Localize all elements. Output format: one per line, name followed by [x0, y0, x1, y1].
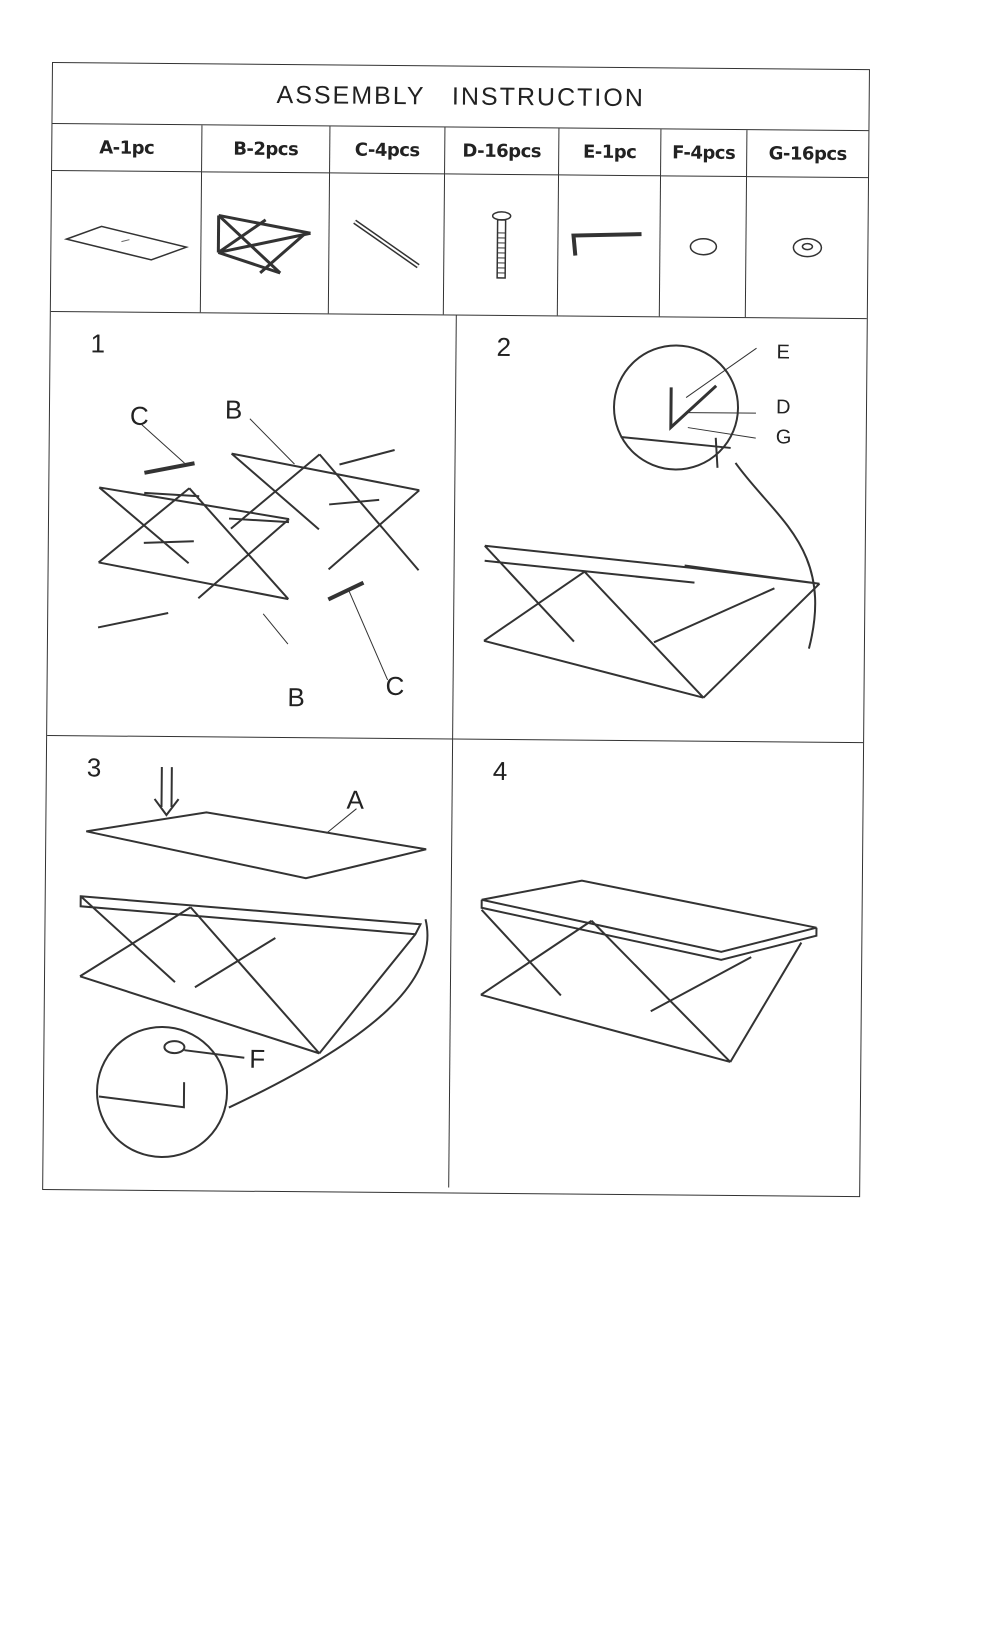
bar-icon [353, 219, 420, 269]
part-d: D-16pcs [443, 127, 560, 316]
step-2: 2 E D G [453, 315, 867, 744]
callout-a: A [346, 785, 364, 815]
part-c: C-4pcs [328, 126, 446, 315]
page-title: ASSEMBLY INSTRUCTION [52, 63, 869, 132]
step-3-diagram: A F [79, 766, 429, 1158]
steps-grid: 1 C B B C 2 E D [43, 311, 867, 1192]
part-g: G-16pcs [746, 130, 869, 318]
step-2-diagram: E D G [483, 341, 821, 699]
step-4: 4 [449, 740, 863, 1192]
step-1-diagram: C B B C [97, 395, 420, 712]
allen-key-icon [570, 232, 642, 256]
part-a: A-1pc [50, 124, 203, 313]
bolt-icon [491, 210, 511, 279]
callout-c: C [385, 671, 404, 701]
part-f: F-4pcs [659, 129, 748, 318]
callout-g: G [776, 426, 792, 448]
step-4-diagram [480, 879, 818, 1063]
part-e: E-1pc [557, 128, 662, 317]
part-b: B-2pcs [200, 125, 331, 314]
x-frame-icon [216, 213, 311, 275]
callout-b: B [287, 682, 305, 712]
part-label: D-16pcs [445, 127, 559, 176]
callout-c: C [130, 401, 149, 431]
part-label: C-4pcs [330, 126, 445, 175]
washer-icon [792, 237, 822, 258]
callout-f: F [249, 1044, 265, 1074]
part-label: B-2pcs [202, 125, 330, 174]
glass-top-icon [63, 225, 189, 261]
callout-d: D [776, 396, 791, 418]
step-3: 3 A F [43, 735, 454, 1188]
step-1: 1 C B B C [47, 311, 457, 740]
part-label: E-1pc [559, 128, 661, 177]
part-label: A-1pc [52, 124, 202, 173]
part-label: F-4pcs [661, 129, 747, 178]
parts-table: A-1pc B-2pcs C-4pcs D-16pcs E-1pc F-4pcs… [50, 124, 869, 320]
pad-icon [689, 237, 717, 256]
callout-e: E [776, 341, 790, 363]
assembly-sheet: ASSEMBLY INSTRUCTION A-1pc B-2pcs C-4pcs… [42, 62, 870, 1198]
callout-b: B [225, 395, 243, 425]
part-label: G-16pcs [747, 130, 869, 179]
